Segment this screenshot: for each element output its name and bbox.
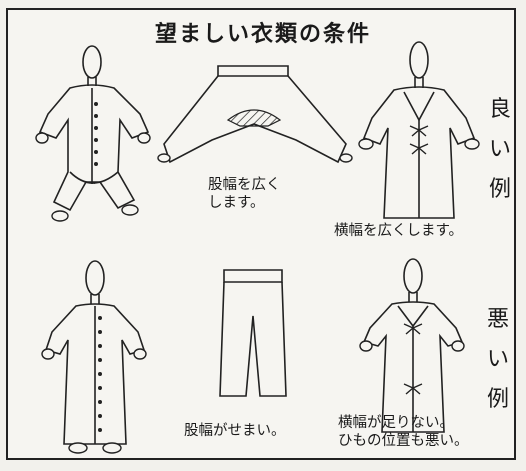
bad-pants-caption: 股幅がせまい。 bbox=[184, 423, 286, 439]
page-title: 望ましい衣類の条件 bbox=[154, 21, 371, 47]
good-example-label: 良 い 例 bbox=[488, 97, 511, 202]
bad-gown-caption: 横幅が足りない。 ひもの位置も悪い。 bbox=[338, 415, 469, 449]
bad-example-label: 悪 い 例 bbox=[486, 307, 509, 412]
good-pants-caption: 股幅を広く します。 bbox=[208, 177, 281, 211]
good-jumpsuit-illustration bbox=[35, 45, 151, 222]
bad-pants-illustration bbox=[219, 269, 287, 397]
good-gown-caption: 横幅を広くします。 bbox=[334, 223, 464, 239]
bad-coat-illustration bbox=[41, 260, 147, 454]
good-pants-illustration bbox=[157, 65, 353, 164]
bad-gown-illustration bbox=[359, 258, 465, 433]
figure-frame: 望ましい衣類の条件 bbox=[6, 8, 516, 460]
good-gown-illustration bbox=[358, 41, 480, 219]
